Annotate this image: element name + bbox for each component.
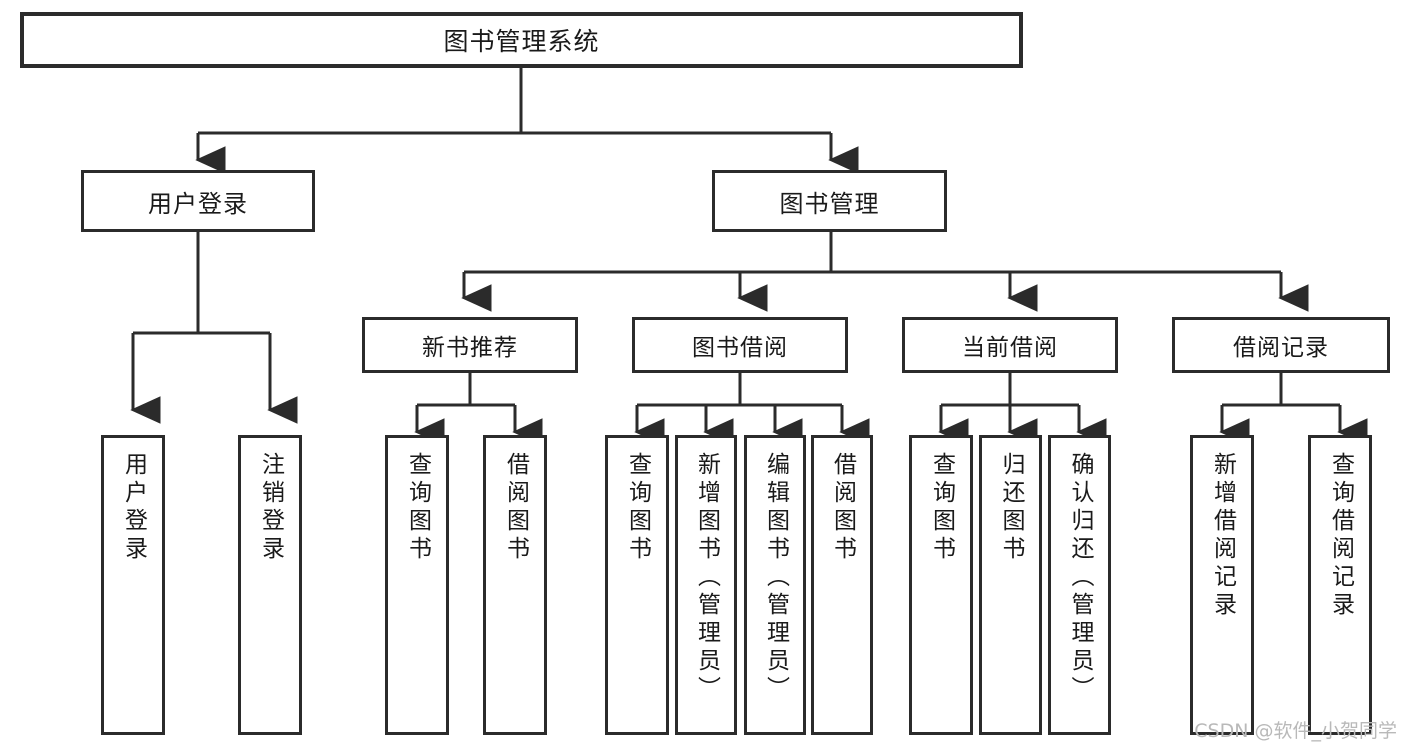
node-book-borrow-label: 图书借阅 <box>692 335 788 361</box>
node-borrow-record-label: 借阅记录 <box>1233 335 1329 361</box>
leaf-book-borrow-add-label: 新增图书（管理员） <box>693 452 720 704</box>
leaf-current-borrow-return-label: 归还图书 <box>998 452 1024 564</box>
leaf-book-borrow-query[interactable]: 查询图书 <box>605 435 669 735</box>
leaf-book-borrow-edit[interactable]: 编辑图书（管理员） <box>744 435 806 735</box>
leaf-new-book-query-label: 查询图书 <box>404 452 431 564</box>
leaf-current-borrow-query[interactable]: 查询图书 <box>909 435 973 735</box>
node-user-login[interactable]: 用户登录 <box>81 170 315 232</box>
leaf-current-borrow-confirm[interactable]: 确认归还（管理员） <box>1048 435 1111 735</box>
node-borrow-record[interactable]: 借阅记录 <box>1172 317 1390 373</box>
leaf-book-borrow-borrow[interactable]: 借阅图书 <box>811 435 873 735</box>
leaf-borrow-record-add-label: 新增借阅记录 <box>1209 452 1236 620</box>
node-current-borrow[interactable]: 当前借阅 <box>902 317 1118 373</box>
leaf-current-borrow-confirm-label: 确认归还（管理员） <box>1067 452 1093 704</box>
leaf-borrow-record-query-label: 查询借阅记录 <box>1327 452 1354 620</box>
leaf-current-borrow-query-label: 查询图书 <box>928 452 955 564</box>
leaf-new-book-query[interactable]: 查询图书 <box>385 435 449 735</box>
node-current-borrow-label: 当前借阅 <box>962 335 1058 361</box>
node-root-system[interactable]: 图书管理系统 <box>20 12 1023 68</box>
leaf-book-borrow-edit-label: 编辑图书（管理员） <box>762 452 789 704</box>
leaf-book-borrow-query-label: 查询图书 <box>624 452 651 564</box>
leaf-user-login-signout-label: 注销登录 <box>257 452 284 564</box>
node-book-management[interactable]: 图书管理 <box>712 170 947 232</box>
node-book-borrow[interactable]: 图书借阅 <box>632 317 848 373</box>
leaf-user-login-signin[interactable]: 用户登录 <box>101 435 165 735</box>
leaf-book-borrow-borrow-label: 借阅图书 <box>829 452 856 564</box>
leaf-borrow-record-query[interactable]: 查询借阅记录 <box>1308 435 1372 735</box>
node-book-management-label: 图书管理 <box>779 189 880 218</box>
leaf-borrow-record-add[interactable]: 新增借阅记录 <box>1190 435 1254 735</box>
leaf-new-book-borrow[interactable]: 借阅图书 <box>483 435 547 735</box>
node-root-system-label: 图书管理系统 <box>443 27 600 56</box>
node-new-book-recommend-label: 新书推荐 <box>422 335 518 361</box>
leaf-user-login-signin-label: 用户登录 <box>120 452 147 564</box>
leaf-new-book-borrow-label: 借阅图书 <box>502 452 529 564</box>
node-new-book-recommend[interactable]: 新书推荐 <box>362 317 578 373</box>
leaf-current-borrow-return[interactable]: 归还图书 <box>979 435 1042 735</box>
csdn-watermark: CSDN @软件_小贺同学 <box>1194 720 1397 742</box>
leaf-book-borrow-add[interactable]: 新增图书（管理员） <box>675 435 737 735</box>
leaf-user-login-signout[interactable]: 注销登录 <box>238 435 302 735</box>
node-user-login-label: 用户登录 <box>148 189 248 218</box>
